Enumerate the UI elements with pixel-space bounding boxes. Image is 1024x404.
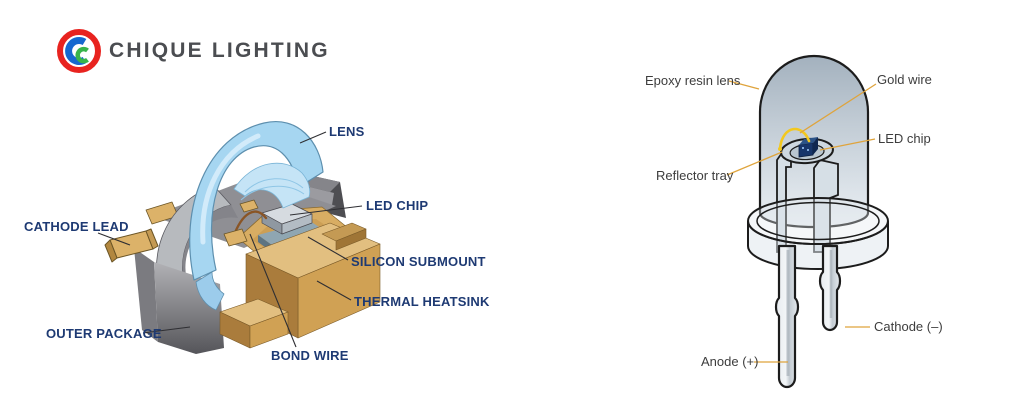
tht-leader-lines (726, 80, 877, 363)
label-reflector-tray: Reflector tray (656, 168, 734, 183)
label-outer-package: OUTER PACKAGE (46, 326, 162, 341)
tht-led-chip-shape (798, 137, 818, 158)
label-gold-wire: Gold wire (877, 72, 932, 87)
label-bond-wire: BOND WIRE (271, 348, 349, 363)
bond-wire-shape (223, 199, 268, 247)
cathode-lead-shape (104, 228, 159, 263)
label-cathode-lead: CATHODE LEAD (24, 219, 129, 234)
label-lens: LENS (329, 124, 365, 139)
logo-green-c (75, 46, 89, 64)
label-tht-led-chip: LED chip (878, 131, 931, 146)
label-anode: Anode (+) (701, 354, 759, 369)
label-silicon-submount: SILICON SUBMOUNT (351, 254, 486, 269)
brand-logo-icon (57, 29, 101, 73)
brand-name: CHIQUE LIGHTING (109, 39, 330, 62)
smd-leader-lines (97, 131, 363, 348)
label-epoxy-resin-lens: Epoxy resin lens (645, 73, 741, 88)
through-hole-led-illustration (726, 54, 889, 389)
lens-shape (189, 121, 324, 311)
label-thermal-heatsink: THERMAL HEATSINK (354, 294, 490, 309)
led-legs (774, 244, 842, 389)
gold-wire-shape (778, 127, 811, 151)
label-led-chip: LED CHIP (366, 198, 429, 213)
thermal-heatsink-shape (219, 222, 381, 349)
smd-led-illustration (97, 121, 381, 354)
brand-logo (56, 28, 102, 74)
label-cathode: Cathode (–) (874, 319, 943, 334)
flange-shape (747, 197, 889, 270)
